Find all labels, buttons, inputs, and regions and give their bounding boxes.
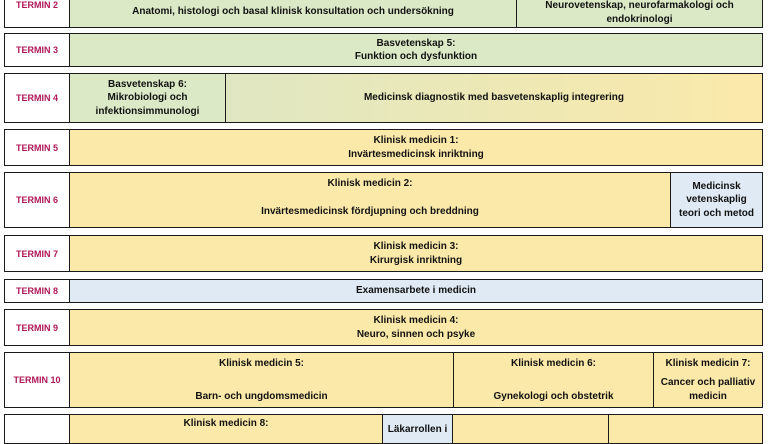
termin-9-row: TERMIN 9 Klinisk medicin 4: Neuro, sinne… bbox=[4, 309, 763, 346]
course-medicinsk-diagnostik: Medicinsk diagnostik med basvetenskaplig… bbox=[225, 74, 762, 122]
course-subtitle-group: Cancer och palliativ medicin bbox=[661, 376, 755, 403]
term-label: TERMIN 8 bbox=[5, 280, 70, 302]
course-anatomi: Anatomi, histologi och basal klinisk kon… bbox=[69, 0, 516, 27]
course-cell bbox=[608, 415, 762, 443]
termin-7-row: TERMIN 7 Klinisk medicin 3: Kirurgisk in… bbox=[4, 235, 763, 272]
course-klinisk-medicin-2: Klinisk medicin 2: Invärtesmedicinsk för… bbox=[69, 173, 670, 227]
course-title: Anatomi, histologi och basal klinisk kon… bbox=[132, 5, 454, 17]
course-title: Klinisk medicin 2: bbox=[327, 178, 413, 189]
course-title: Klinisk medicin 6: bbox=[510, 358, 597, 369]
course-title: Klinisk medicin 5: bbox=[218, 358, 305, 369]
course-klinisk-medicin-3: Klinisk medicin 3: Kirurgisk inriktning bbox=[69, 236, 762, 271]
course-title: Basvetenskap 6: bbox=[108, 78, 187, 90]
term-label: TERMIN 2 bbox=[5, 0, 70, 27]
course-subtitle: endokrinologi bbox=[606, 13, 673, 25]
course-subtitle: Neuro, sinnen och psyke bbox=[356, 328, 476, 340]
course-basvetenskap-5: Basvetenskap 5: Funktion och dysfunktion bbox=[69, 34, 762, 66]
course-examensarbete: Examensarbete i medicin bbox=[69, 280, 762, 302]
course-title: Klinisk medicin 3: bbox=[373, 241, 459, 252]
course-lakarrollen: Läkarrollen i bbox=[382, 415, 452, 443]
course-cell bbox=[452, 415, 608, 443]
course-subtitle: infektionsimmunologi bbox=[95, 105, 200, 117]
termin-2-row: TERMIN 2 Anatomi, histologi och basal kl… bbox=[4, 0, 763, 28]
termin-10-row: TERMIN 10 Klinisk medicin 5: Barn- och u… bbox=[4, 352, 763, 408]
course-title: Basvetenskap 5: bbox=[376, 37, 456, 49]
course-subtitle: Invärtesmedicinsk fördjupning och breddn… bbox=[261, 206, 479, 217]
course-subtitle: Funktion och dysfunktion bbox=[354, 51, 478, 62]
course-title: teori och metod bbox=[678, 207, 754, 219]
course-title: Klinisk medicin 7: bbox=[665, 358, 751, 369]
term-label: TERMIN 5 bbox=[5, 130, 70, 165]
course-title: Medicinsk bbox=[692, 180, 741, 192]
term-label: TERMIN 9 bbox=[5, 310, 70, 345]
term-label bbox=[5, 415, 70, 443]
course-vetenskaplig-teori: Medicinsk vetenskaplig teori och metod bbox=[670, 173, 762, 227]
course-subtitle: Gynekologi och obstetrik bbox=[493, 390, 614, 402]
course-basvetenskap-6: Basvetenskap 6: Mikrobiologi och infekti… bbox=[69, 74, 225, 122]
course-title: Medicinsk diagnostik med basvetenskaplig… bbox=[363, 92, 625, 104]
term-label: TERMIN 6 bbox=[5, 173, 70, 227]
course-title: Klinisk medicin 1: bbox=[373, 135, 459, 146]
termin-6-row: TERMIN 6 Klinisk medicin 2: Invärtesmedi… bbox=[4, 172, 763, 228]
course-klinisk-medicin-8: Klinisk medicin 8: bbox=[69, 415, 382, 443]
course-subtitle: Barn- och ungdomsmedicin bbox=[195, 390, 328, 402]
course-title: Examensarbete i medicin bbox=[355, 285, 477, 297]
course-subtitle: Mikrobiologi och bbox=[107, 92, 188, 104]
termin-3-row: TERMIN 3 Basvetenskap 5: Funktion och dy… bbox=[4, 33, 763, 67]
termin-4-row: TERMIN 4 Basvetenskap 6: Mikrobiologi oc… bbox=[4, 73, 763, 123]
course-subtitle: Cancer och palliativ bbox=[660, 377, 756, 388]
termin-5-row: TERMIN 5 Klinisk medicin 1: Invärtesmedi… bbox=[4, 129, 763, 166]
term-label: TERMIN 3 bbox=[5, 34, 70, 66]
termin-8-row: TERMIN 8 Examensarbete i medicin bbox=[4, 279, 763, 303]
course-title: Läkarrollen i bbox=[387, 424, 448, 435]
course-klinisk-medicin-7: Klinisk medicin 7: Cancer och palliativ … bbox=[653, 353, 762, 407]
term-label: TERMIN 4 bbox=[5, 74, 70, 122]
course-klinisk-medicin-6: Klinisk medicin 6: Gynekologi och obstet… bbox=[453, 353, 653, 407]
course-klinisk-medicin-1: Klinisk medicin 1: Invärtesmedicinsk inr… bbox=[69, 130, 762, 165]
term-label: TERMIN 10 bbox=[5, 353, 70, 407]
course-title: Neurovetenskap, neurofarmakologi och bbox=[545, 0, 734, 11]
course-subtitle: medicin bbox=[689, 390, 727, 402]
course-title: Klinisk medicin 8: bbox=[183, 418, 269, 429]
course-neurovetenskap: Neurovetenskap, neurofarmakologi och end… bbox=[516, 0, 762, 27]
course-subtitle: Kirurgisk inriktning bbox=[369, 254, 463, 266]
termin-11-row: Klinisk medicin 8: Läkarrollen i bbox=[4, 414, 763, 444]
term-label: TERMIN 7 bbox=[5, 236, 70, 271]
course-title: Klinisk medicin 4: bbox=[373, 315, 459, 326]
course-klinisk-medicin-5: Klinisk medicin 5: Barn- och ungdomsmedi… bbox=[69, 353, 453, 407]
course-subtitle: Invärtesmedicinsk inriktning bbox=[348, 148, 484, 160]
course-klinisk-medicin-4: Klinisk medicin 4: Neuro, sinnen och psy… bbox=[69, 310, 762, 345]
course-title: vetenskaplig bbox=[686, 194, 747, 206]
